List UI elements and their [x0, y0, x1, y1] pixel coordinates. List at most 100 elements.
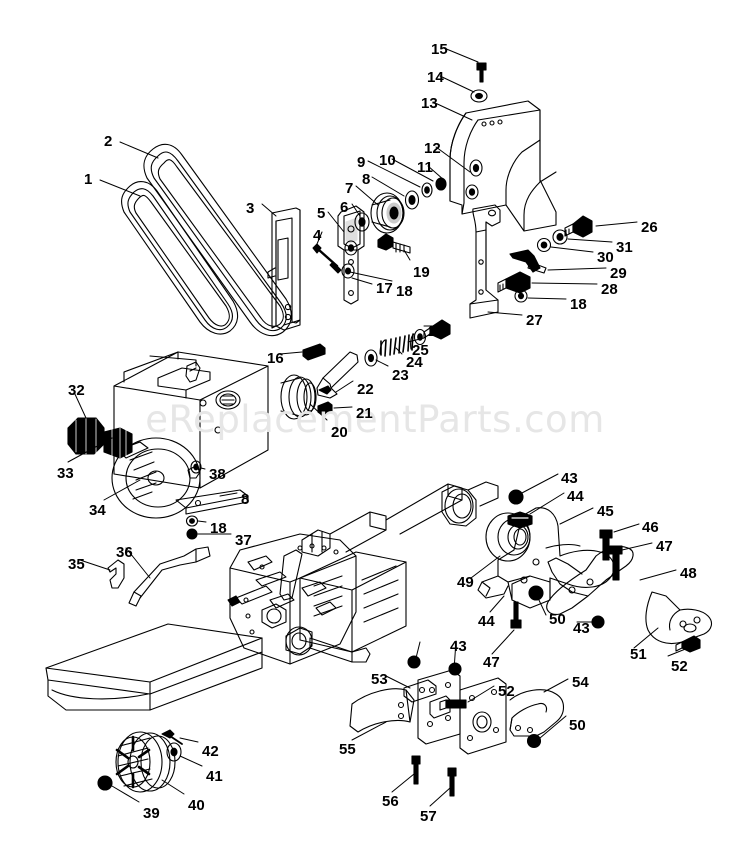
callout-number: 20 [331, 424, 348, 441]
part-bolt-46 [599, 529, 613, 561]
callout-number: 39 [143, 805, 160, 822]
part-pin-16 [302, 343, 326, 361]
part-link-22 [316, 351, 359, 399]
callout-number: 3 [246, 200, 255, 217]
callout-number: 4 [313, 227, 322, 244]
part-bolt-57 [447, 767, 457, 797]
part-spacer-5 [344, 240, 358, 256]
part-nut-37 [186, 528, 198, 540]
callout-number: 34 [89, 502, 106, 519]
part-tine-51 [645, 591, 713, 645]
callout-number: 38 [209, 466, 226, 483]
callout-number: 11 [417, 159, 433, 176]
callout-number: 43 [573, 620, 590, 637]
part-nut-31 [552, 229, 568, 245]
part-washer-23 [364, 349, 378, 367]
part-tine-54 [509, 689, 565, 737]
callout-number: 55 [339, 741, 356, 758]
part-bearing-8 [404, 190, 420, 210]
part-washer-14 [470, 89, 488, 103]
callout-number: 37 [235, 532, 252, 549]
part-transmission-49 [227, 481, 499, 663]
callout-number: 18 [570, 296, 587, 313]
part-tine-48 [546, 545, 634, 615]
callout-number: 27 [526, 312, 543, 329]
callout-number: 48 [680, 565, 697, 582]
part-adapter-33 [103, 427, 133, 459]
callout-number: 45 [597, 503, 614, 520]
callout-number: 50 [549, 611, 566, 628]
part-belt-guard-13 [449, 100, 557, 232]
part-bolt-4 [312, 243, 342, 274]
callout-number: 50 [569, 717, 586, 734]
callout-number: 21 [356, 405, 373, 422]
leader-lines [67, 47, 689, 807]
callout-number: 13 [421, 95, 438, 112]
callout-number: 28 [601, 281, 618, 298]
part-bolt-26-mid [423, 319, 451, 340]
callout-number: 56 [382, 793, 399, 810]
part-washer-18b [185, 515, 199, 527]
part-bolt-52a [675, 635, 701, 653]
callout-number: 52 [498, 683, 515, 700]
part-nut-50b [526, 733, 542, 749]
part-tine-55 [349, 688, 415, 733]
callout-number: 15 [431, 41, 448, 58]
part-link-17 [337, 205, 365, 305]
part-support-27 [469, 204, 501, 319]
part-muffler-32 [67, 417, 105, 455]
callout-number: 31 [616, 239, 633, 256]
part-washer-6 [354, 212, 370, 232]
callout-number: 57 [420, 808, 437, 825]
part-washer-18a [341, 263, 355, 279]
part-nut-50a [528, 585, 544, 601]
part-pulley-20 [280, 374, 317, 420]
part-hood-shield [45, 623, 263, 711]
callout-number: 47 [656, 538, 673, 555]
callout-number: 41 [206, 768, 223, 785]
part-bar-53 [403, 679, 437, 703]
part-tine-45 [477, 507, 615, 609]
callout-number: 26 [641, 219, 658, 236]
callout-number: 51 [630, 646, 647, 663]
callout-number: 6 [340, 199, 349, 216]
part-belt-2 [143, 143, 292, 337]
part-washer-38 [190, 460, 202, 474]
callout-number: 44 [478, 613, 495, 630]
callout-number: 16 [267, 350, 284, 367]
callout-number: 5 [317, 205, 326, 222]
part-washer-9 [421, 182, 433, 198]
callout-number: 19 [413, 264, 430, 281]
callout-number: 9 [357, 154, 366, 171]
part-rod-36 [128, 546, 211, 607]
callout-number: 52 [671, 658, 688, 675]
part-bolt-26-right [564, 215, 593, 238]
callout-number: 23 [392, 367, 409, 384]
callout-number: 40 [188, 797, 205, 814]
part-pin-52c [439, 699, 467, 711]
callout-number: 10 [379, 152, 396, 169]
part-clip-35 [107, 559, 125, 589]
part-nut-43a [508, 489, 524, 505]
callout-number: 7 [345, 180, 354, 197]
part-bracket-3 [267, 207, 301, 331]
part-plate-44a [507, 511, 533, 529]
callout-number: 30 [597, 249, 614, 266]
part-bolt-19 [377, 233, 411, 254]
part-bolt-47b [510, 601, 522, 629]
callout-number: 1 [84, 171, 93, 188]
part-rod-29 [509, 249, 547, 274]
callout-number: 43 [450, 638, 467, 655]
callout-number: 47 [483, 654, 500, 671]
callout-number: 43 [561, 470, 578, 487]
part-nut-10 [435, 177, 447, 191]
callout-number: 17 [376, 280, 393, 297]
part-washer-30 [536, 237, 552, 253]
callout-number: 42 [202, 743, 219, 760]
part-washer-18-right [514, 289, 528, 303]
part-nut-39 [97, 775, 113, 791]
part-wheel-40 [115, 731, 176, 793]
part-bolt-28 [497, 271, 531, 294]
